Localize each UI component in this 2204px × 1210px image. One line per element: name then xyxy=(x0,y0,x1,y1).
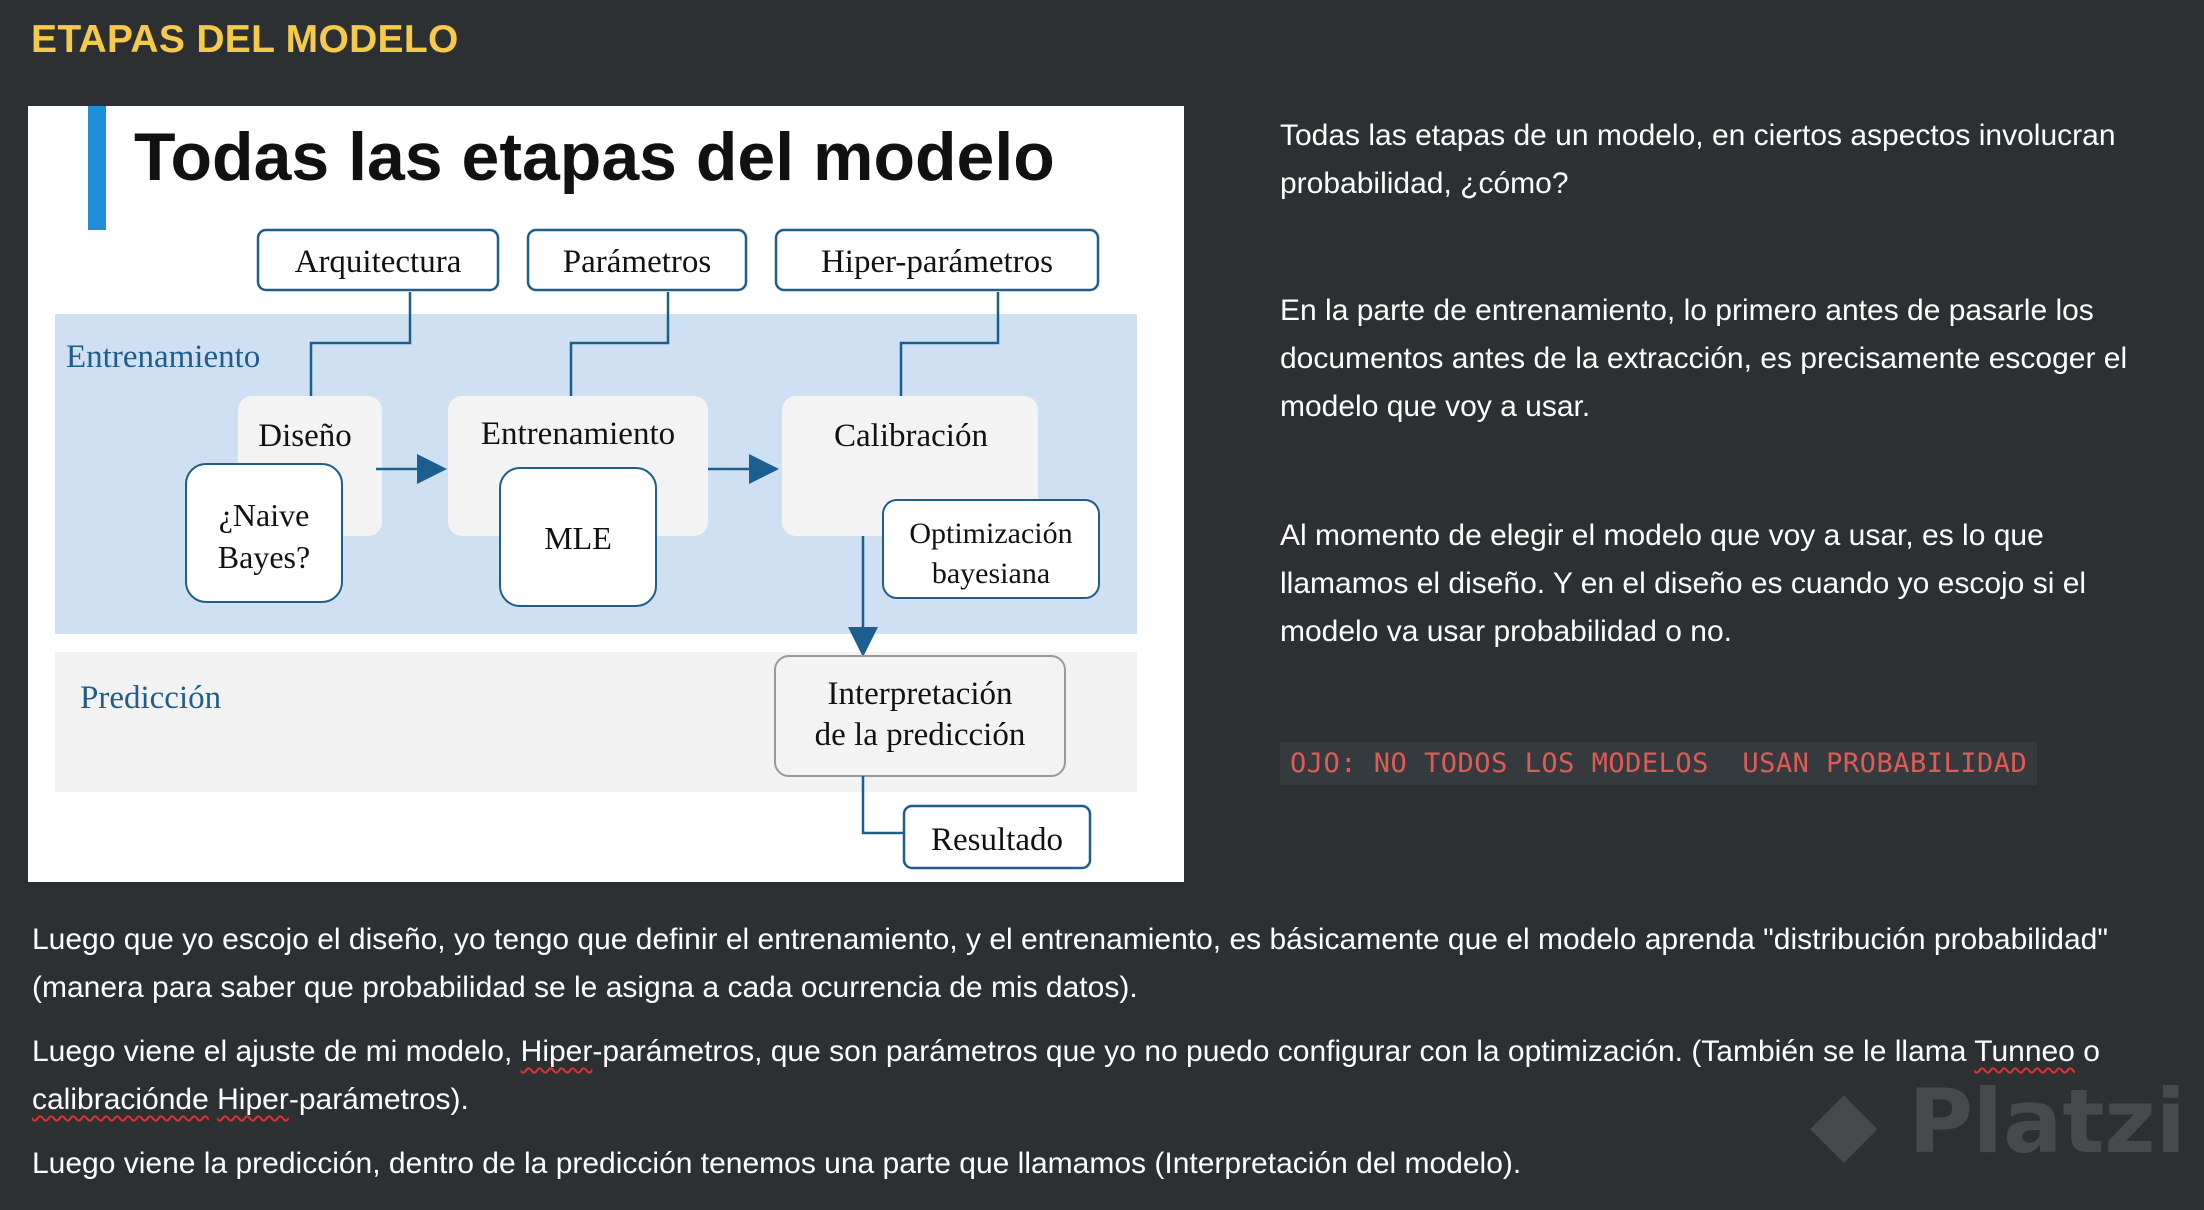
inline-code-note: OJO: NO TODOS LOS MODELOS USAN PROBABILI… xyxy=(1280,742,2038,785)
platzi-watermark: ◆ Platzi xyxy=(1810,1070,2186,1173)
spellcheck-word[interactable]: Hiper xyxy=(520,1035,593,1068)
text-run: -parámetros, que son parámetros que yo n… xyxy=(592,1035,1975,1068)
box-parametros-label: Parámetros xyxy=(563,244,711,280)
opt-line1: Optimización xyxy=(909,517,1072,550)
box-optimizacion xyxy=(882,499,1100,599)
stage-diseno-label: Diseño xyxy=(258,418,352,454)
side-paragraph-1: Todas las etapas de un modelo, en cierto… xyxy=(1280,119,2116,200)
prediction-label: Predicción xyxy=(80,680,221,716)
box-hiper xyxy=(774,228,1100,292)
text-run: o xyxy=(2074,1035,2100,1068)
connector-arquitectura xyxy=(309,292,412,396)
diagram: Todas las etapas del modelo Entrenamient… xyxy=(55,106,1137,870)
body-paragraph-3: Luego viene la predicción, dentro de la … xyxy=(32,1147,1522,1180)
section-heading: ETAPAS DEL MODELO xyxy=(31,18,459,61)
text-run xyxy=(209,1083,217,1116)
slide-title: Todas las etapas del modelo xyxy=(134,119,1055,195)
slide-image: Todas las etapas del modelo Entrenamient… xyxy=(28,106,1184,882)
naive-line1: ¿Naive xyxy=(219,497,310,533)
spellcheck-word[interactable]: Tunneo xyxy=(1974,1035,2075,1068)
box-mle xyxy=(499,467,657,607)
side-paragraph-3: Al momento de elegir el modelo que voy a… xyxy=(1280,519,2087,648)
box-arquitectura-label: Arquitectura xyxy=(295,244,462,280)
resultado-label: Resultado xyxy=(931,822,1063,858)
platzi-logo-icon: ◆ xyxy=(1810,1070,1909,1173)
text-run: -parámetros). xyxy=(288,1083,469,1116)
side-paragraph-2: En la parte de entrenamiento, lo primero… xyxy=(1280,294,2128,423)
stage-calibracion-label: Calibración xyxy=(834,418,988,454)
connector-hiper xyxy=(899,292,1000,396)
interp-line2: de la predicción xyxy=(815,717,1026,753)
spellcheck-word[interactable]: calibracióndе xyxy=(32,1083,209,1116)
box-parametros xyxy=(526,228,748,292)
spellcheck-word[interactable]: Hiper xyxy=(217,1083,289,1116)
box-hiper-label: Hiper-parámetros xyxy=(821,244,1053,280)
opt-line2: bayesiana xyxy=(932,557,1050,590)
connector-parametros xyxy=(569,292,670,396)
stage-entrenamiento-label: Entrenamiento xyxy=(481,416,675,452)
box-resultado xyxy=(902,804,1092,870)
box-naive-bayes xyxy=(185,463,343,603)
body-text: Luego que yo escojo el diseño, yo tengo … xyxy=(32,916,2182,1204)
text-run: Luego viene el ajuste de mi modelo, xyxy=(32,1035,521,1068)
title-accent-bar xyxy=(88,106,106,230)
watermark-text: Platzi xyxy=(1908,1070,2186,1173)
naive-line2: Bayes? xyxy=(218,539,310,575)
box-arquitectura xyxy=(256,228,500,292)
training-label: Entrenamiento xyxy=(66,339,260,375)
box-interpretacion xyxy=(774,655,1066,777)
interp-line1: Interpretación xyxy=(827,676,1012,712)
mle-label: MLE xyxy=(544,520,612,556)
connector-resultado xyxy=(861,776,903,835)
body-paragraph-2: Luego viene el ajuste de mi modelo, Hipe… xyxy=(32,1028,2182,1124)
body-paragraph-1: Luego que yo escojo el diseño, yo tengo … xyxy=(32,923,2108,1004)
